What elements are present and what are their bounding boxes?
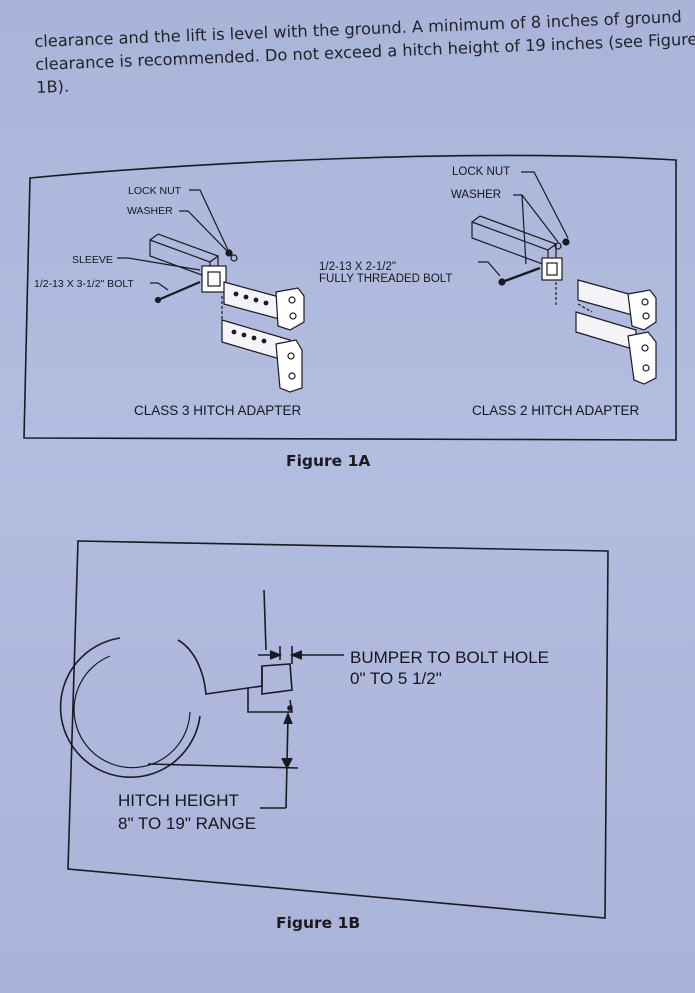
figure-1a-frame xyxy=(23,154,677,441)
bumper-label-line2: 0" TO 5 1/2" xyxy=(350,669,442,688)
hitch-height-line2: 8" TO 19" RANGE xyxy=(118,814,257,833)
class2-lock-nut-label: LOCK NUT xyxy=(452,166,511,178)
hitch-height-drawing xyxy=(59,589,344,809)
class3-title: CLASS 3 HITCH ADAPTER xyxy=(134,403,302,418)
class2-bolt-line1: 1/2-13 X 2-1/2" xyxy=(319,261,396,273)
class2-title: CLASS 2 HITCH ADAPTER xyxy=(472,403,640,418)
hitch-height-line1: HITCH HEIGHT xyxy=(118,791,239,810)
class2-washer-label: WASHER xyxy=(451,189,502,201)
figure-1b-caption: Figure 1B xyxy=(276,914,361,932)
figure-1a-caption: Figure 1A xyxy=(286,452,371,470)
class2-bolt-line2: FULLY THREADED BOLT xyxy=(319,273,453,285)
class2-hitch-drawing xyxy=(471,171,657,385)
class3-washer-label: WASHER xyxy=(127,205,173,217)
class3-hitch-drawing xyxy=(117,189,305,393)
class3-bolt-label: 1/2-13 X 3-1/2" BOLT xyxy=(34,278,134,290)
class3-lock-nut-label: LOCK NUT xyxy=(128,185,182,197)
figure-1b-frame xyxy=(67,540,609,919)
class3-sleeve-label: SLEEVE xyxy=(72,254,113,266)
bumper-label-line1: BUMPER TO BOLT HOLE xyxy=(350,648,550,667)
